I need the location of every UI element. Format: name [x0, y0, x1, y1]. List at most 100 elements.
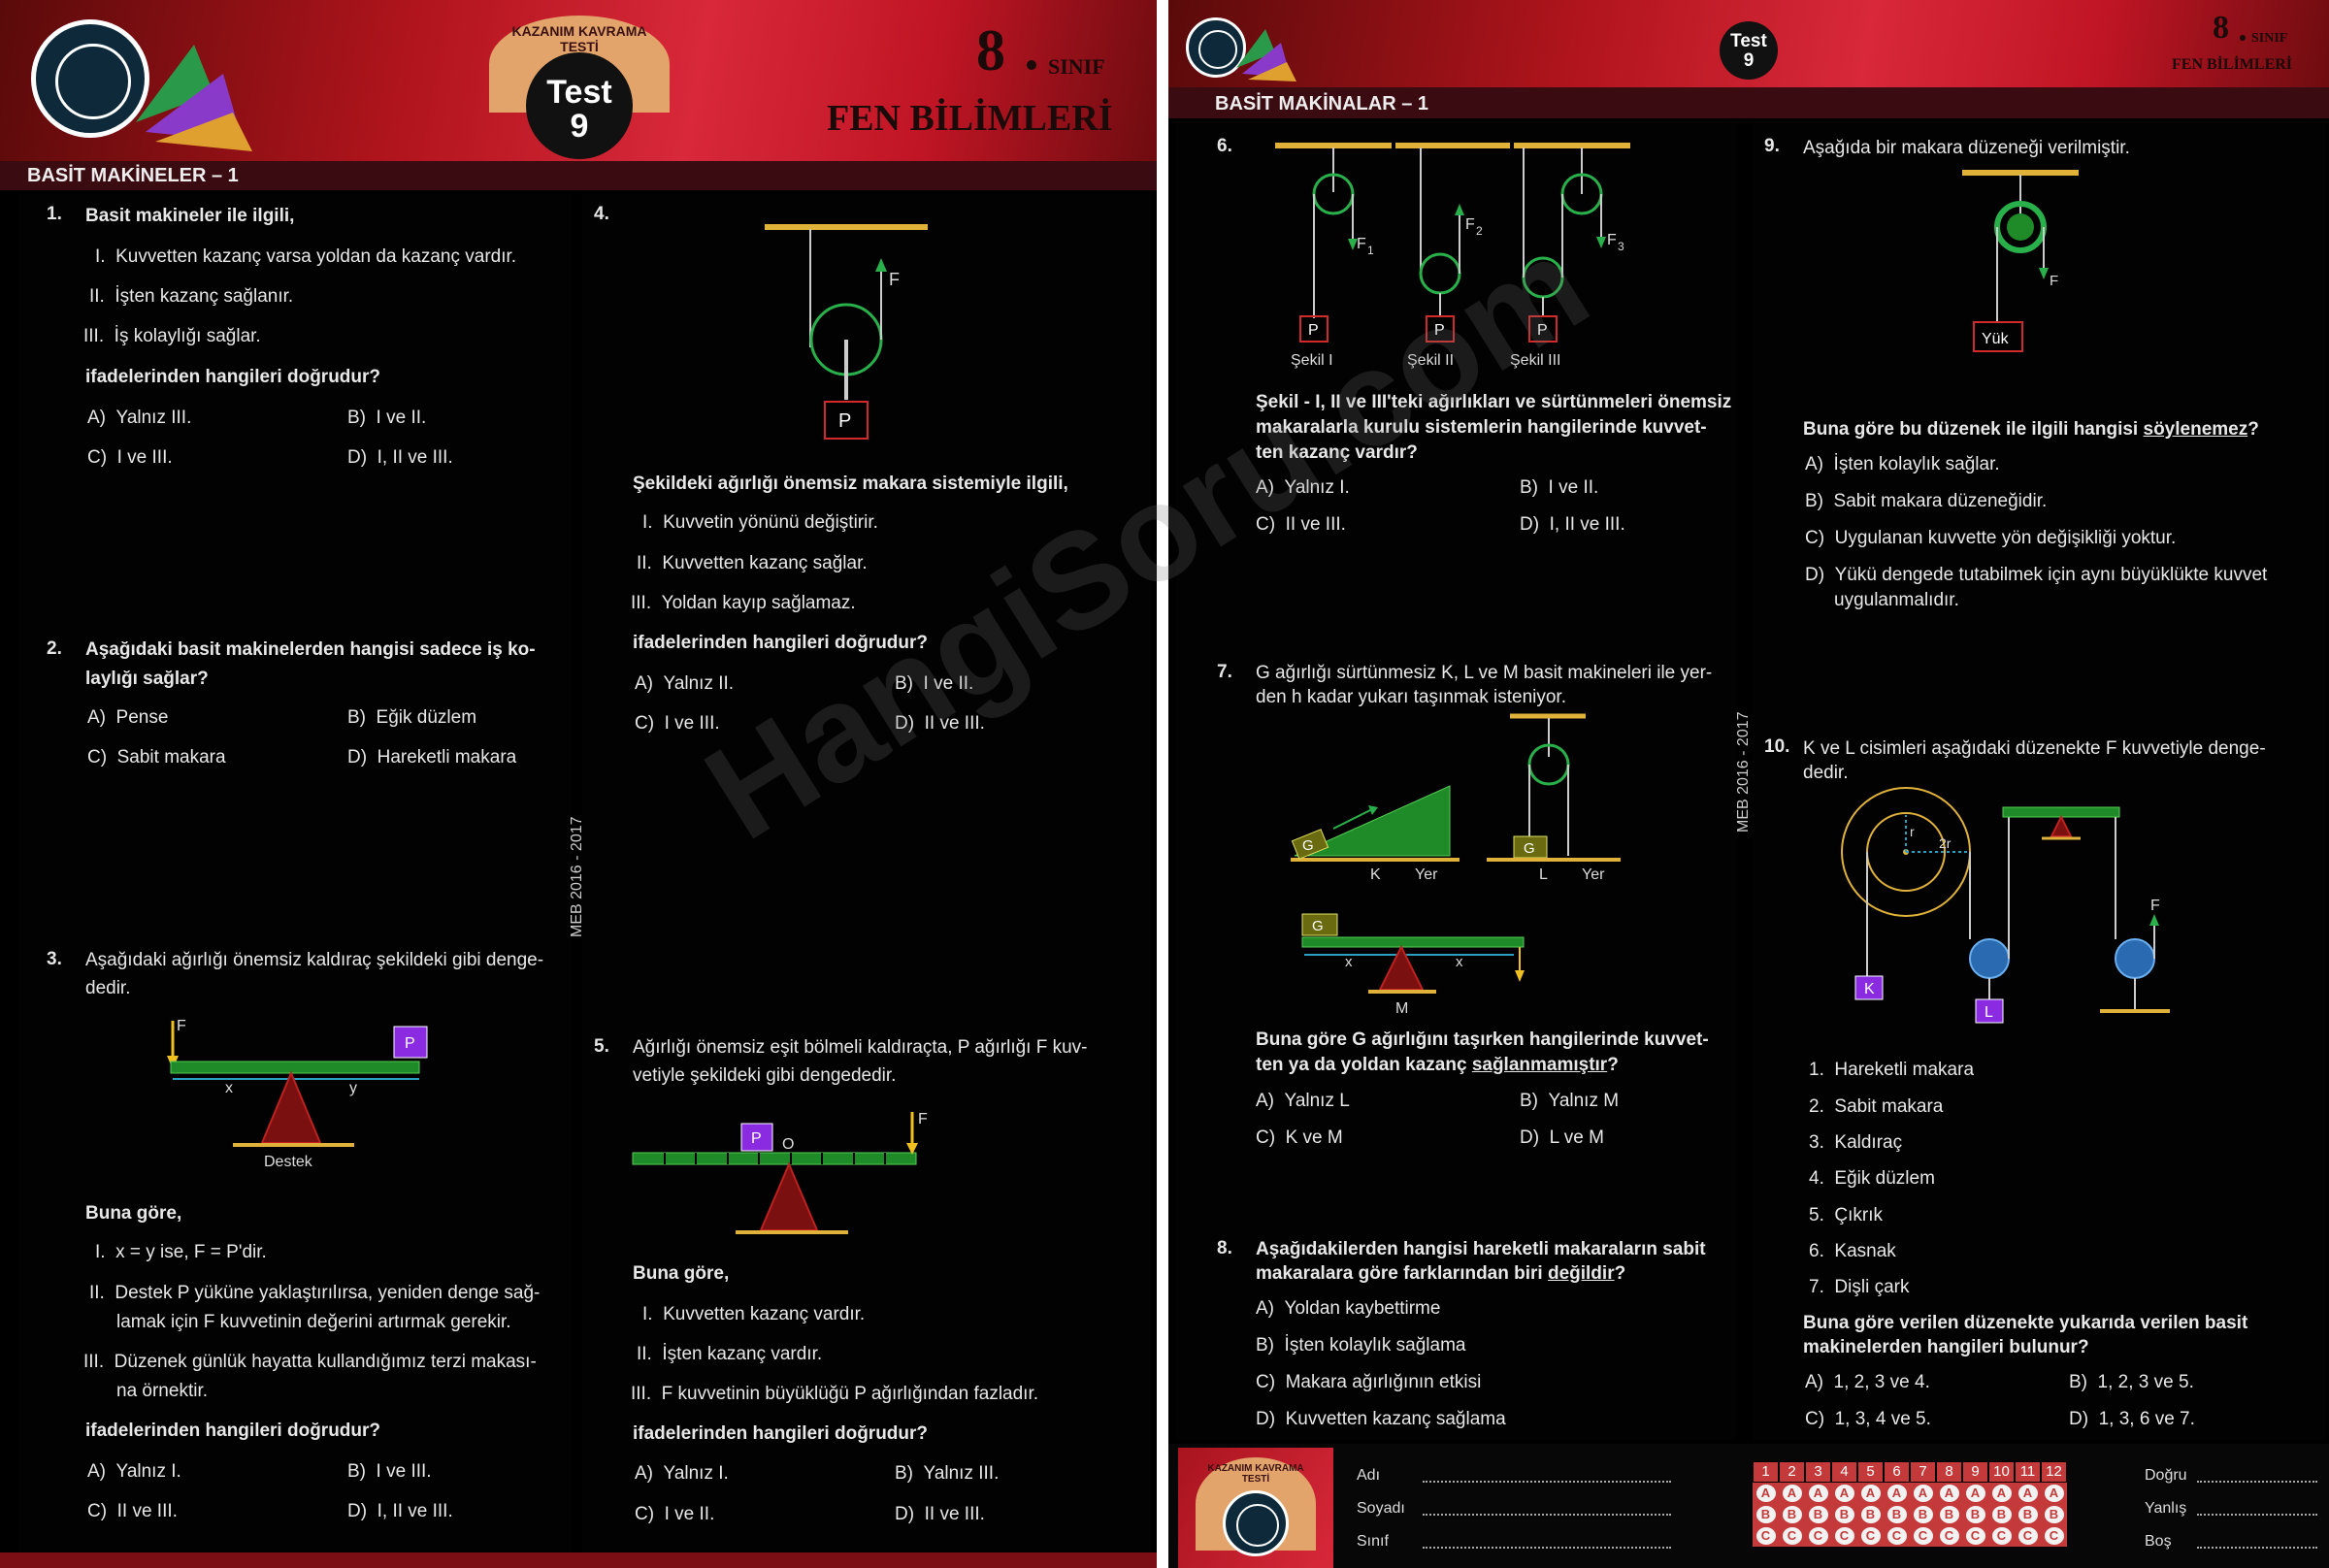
q5-option-d[interactable]: D) II ve III.: [895, 1504, 985, 1524]
q4-option-c[interactable]: C) I ve III.: [635, 713, 720, 734]
q3-option-a[interactable]: A) Yalnız I.: [87, 1461, 181, 1482]
q6-f1-label: F: [1357, 236, 1366, 252]
q1-option-d[interactable]: D) I, II ve III.: [347, 447, 453, 468]
answer-bubble[interactable]: B: [1988, 1504, 2015, 1525]
q10-option-b[interactable]: B) 1, 2, 3 ve 5.: [2069, 1372, 2194, 1392]
q1-option-a[interactable]: A) Yalnız III.: [87, 408, 192, 428]
q8-option-b[interactable]: B) İşten kolaylık sağlama: [1256, 1335, 1466, 1356]
unit-band-right: BASİT MAKİNALAR – 1: [1168, 87, 2329, 118]
answer-bubble[interactable]: C: [1988, 1525, 2015, 1547]
q6-sekil-2: Şekil II: [1407, 352, 1454, 369]
q2-number: 2.: [47, 638, 62, 659]
q7-option-d[interactable]: D) L ve M: [1520, 1127, 1604, 1148]
q6-option-d[interactable]: D) I, II ve III.: [1520, 514, 1625, 535]
q10-option-d[interactable]: D) 1, 3, 6 ve 7.: [2069, 1409, 2195, 1429]
answer-bubble[interactable]: B: [1884, 1504, 1910, 1525]
q6-option-a[interactable]: A) Yalnız I.: [1256, 477, 1350, 498]
answer-bubble[interactable]: C: [1857, 1525, 1884, 1547]
answer-bubble[interactable]: A: [1857, 1483, 1884, 1504]
q7-g-label-2: G: [1524, 840, 1535, 857]
answer-bubble[interactable]: A: [1753, 1483, 1779, 1504]
answer-bubble[interactable]: B: [2041, 1504, 2067, 1525]
answer-bubble[interactable]: A: [2041, 1483, 2067, 1504]
answer-bubble[interactable]: A: [1805, 1483, 1831, 1504]
answer-bubble[interactable]: A: [1779, 1483, 1805, 1504]
answer-bubble[interactable]: C: [1910, 1525, 1936, 1547]
answer-bubble[interactable]: B: [1805, 1504, 1831, 1525]
q10-option-c[interactable]: C) 1, 3, 4 ve 5.: [1805, 1409, 1931, 1429]
surname-field[interactable]: [1423, 1514, 1671, 1516]
q10-option-a[interactable]: A) 1, 2, 3 ve 4.: [1805, 1372, 1930, 1392]
answer-bubble[interactable]: C: [1805, 1525, 1831, 1547]
answer-bubble[interactable]: C: [1936, 1525, 1962, 1547]
q2-option-a[interactable]: A) Pense: [87, 707, 169, 728]
answer-bubble[interactable]: B: [1779, 1504, 1805, 1525]
answer-bubble[interactable]: A: [1831, 1483, 1857, 1504]
answer-bubble[interactable]: C: [2041, 1525, 2067, 1547]
answer-bubble[interactable]: A: [1910, 1483, 1936, 1504]
answer-bubble[interactable]: B: [1962, 1504, 1988, 1525]
q7-option-c[interactable]: C) K ve M: [1256, 1127, 1343, 1148]
grade-dot-right: [2240, 35, 2246, 41]
q5-option-c[interactable]: C) I ve II.: [635, 1504, 715, 1524]
answer-bubble[interactable]: A: [1936, 1483, 1962, 1504]
q4-option-d[interactable]: D) II ve III.: [895, 713, 985, 734]
q9-option-a[interactable]: A) İşten kolaylık sağlar.: [1805, 454, 2000, 474]
test-badge: Test 9: [526, 52, 633, 159]
q5-option-b[interactable]: B) Yalnız III.: [895, 1463, 1000, 1484]
footer-badge-arc-text: KAZANIM KAVRAMA TESTİ: [1207, 1463, 1304, 1485]
answer-bubble[interactable]: C: [1962, 1525, 1988, 1547]
answer-bubble-letter: B: [1913, 1506, 1933, 1523]
q1-option-c[interactable]: C) I ve III.: [87, 447, 173, 468]
name-field[interactable]: [1423, 1481, 1671, 1483]
answer-column-header: 1: [1753, 1461, 1779, 1483]
answer-bubble[interactable]: A: [1962, 1483, 1988, 1504]
q8-option-c[interactable]: C) Makara ağırlığının etkisi: [1256, 1372, 1482, 1392]
answer-bubble-letter: A: [2017, 1485, 2038, 1502]
answer-bubble[interactable]: A: [1988, 1483, 2015, 1504]
q9-option-d-line1[interactable]: D) Yükü dengede tutabilmek için aynı büy…: [1805, 565, 2268, 585]
q1-number: 1.: [47, 204, 62, 224]
q9-option-c[interactable]: C) Uygulanan kuvvette yön değişikliği yo…: [1805, 528, 2177, 548]
q2-option-b[interactable]: B) Eğik düzlem: [347, 707, 477, 728]
answer-bubble[interactable]: B: [1857, 1504, 1884, 1525]
q2-option-d[interactable]: D) Hareketli makara: [347, 747, 517, 768]
answer-bubble[interactable]: B: [1936, 1504, 1962, 1525]
q9-option-b[interactable]: B) Sabit makara düzeneğidir.: [1805, 491, 2048, 511]
answer-bubble[interactable]: B: [1831, 1504, 1857, 1525]
answer-bubble[interactable]: A: [1884, 1483, 1910, 1504]
correct-field[interactable]: [2197, 1481, 2317, 1483]
q6-option-c[interactable]: C) II ve III.: [1256, 514, 1346, 535]
q5-option-a[interactable]: A) Yalnız I.: [635, 1463, 729, 1484]
q10-force-label: F: [2150, 898, 2160, 914]
answer-bubble[interactable]: C: [1831, 1525, 1857, 1547]
q8-option-d[interactable]: D) Kuvvetten kazanç sağlama: [1256, 1409, 1506, 1429]
q3-option-d[interactable]: D) I, II ve III.: [347, 1501, 453, 1521]
q1-option-b[interactable]: B) I ve II.: [347, 408, 427, 428]
answer-bubble[interactable]: C: [1753, 1525, 1779, 1547]
answer-bubble[interactable]: B: [1910, 1504, 1936, 1525]
q7-option-b[interactable]: B) Yalnız M: [1520, 1091, 1620, 1111]
q7-option-a[interactable]: A) Yalnız L: [1256, 1091, 1350, 1111]
subject-title-right: FEN BİLİMLERİ: [2172, 56, 2293, 73]
q3-option-c[interactable]: C) II ve III.: [87, 1501, 178, 1521]
q8-option-a[interactable]: A) Yoldan kaybettirme: [1256, 1298, 1441, 1319]
answer-bubble[interactable]: C: [1779, 1525, 1805, 1547]
blank-field[interactable]: [2197, 1547, 2317, 1549]
answer-bubble-letter: B: [1808, 1506, 1828, 1523]
class-field[interactable]: [1423, 1547, 1671, 1549]
q4-option-a[interactable]: A) Yalnız II.: [635, 673, 735, 694]
q10-2r-label: 2r: [1939, 835, 1952, 851]
answer-bubble-letter: C: [2044, 1527, 2064, 1545]
grade-word: SINIF: [1048, 54, 1105, 79]
wrong-field[interactable]: [2197, 1514, 2317, 1516]
q3-option-b[interactable]: B) I ve III.: [347, 1461, 432, 1482]
q2-option-c[interactable]: C) Sabit makara: [87, 747, 226, 768]
q6-option-b[interactable]: B) I ve II.: [1520, 477, 1599, 498]
answer-bubble[interactable]: C: [1884, 1525, 1910, 1547]
answer-bubble[interactable]: B: [1753, 1504, 1779, 1525]
answer-bubble[interactable]: C: [2015, 1525, 2041, 1547]
answer-bubble[interactable]: B: [2015, 1504, 2041, 1525]
q4-option-b[interactable]: B) I ve II.: [895, 673, 974, 694]
answer-bubble[interactable]: A: [2015, 1483, 2041, 1504]
